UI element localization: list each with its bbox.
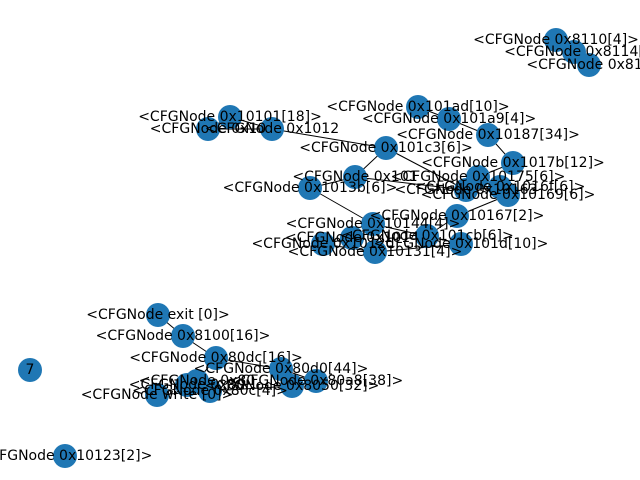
graph-node-n18 xyxy=(445,204,469,228)
graph-node-n14 xyxy=(496,183,520,207)
graph-node-n29 xyxy=(269,357,293,381)
graph-node-n07 xyxy=(218,105,242,129)
edge-n22-n23 xyxy=(374,243,462,253)
node-label-n05: <CFGNode 0x101a9[4]> xyxy=(362,111,536,127)
labels-layer: <CFGNode 0x8110[4]><CFGNode 0x8114[<CFGN… xyxy=(0,32,640,464)
node-label-n06: <CFGNode 0x10187[34]> xyxy=(396,127,580,143)
node-label-n04: <CFGNode 0x101ad[10]> xyxy=(326,99,509,115)
graph-node-n04 xyxy=(406,95,430,119)
node-label-n23: <CFGNode 0x10131[4]> xyxy=(288,244,463,260)
node-label-n17: <CFGNode 0x10163 xyxy=(394,182,537,198)
node-label-n19: <CFGNode 0x10144[4]> xyxy=(286,216,461,232)
graph-node-n25 xyxy=(146,303,170,327)
node-label-n07: <CFGNode 0x10101[18]> xyxy=(138,109,322,125)
node-label-n35: 7 xyxy=(26,362,35,378)
node-label-n30: <CFGNode 0x80a8[38]> xyxy=(229,373,403,389)
graph-node-n08 xyxy=(196,117,220,141)
graph-node-n05 xyxy=(437,107,461,131)
node-label-n03: <CFGNode 0x811 xyxy=(526,57,640,73)
graph-node-n03 xyxy=(577,53,601,77)
node-label-n28: <CFGNode 0x80 xyxy=(139,373,255,389)
graph-node-n27 xyxy=(204,346,228,370)
graph-node-n19 xyxy=(361,212,385,236)
node-label-n36: <CFGNode 0x10123[2]> xyxy=(0,448,152,464)
node-label-n33: <CFGNode write [0]> xyxy=(81,387,234,403)
edge-n19-n16 xyxy=(309,187,374,225)
graph-node-n34 xyxy=(198,379,222,403)
graph-node-n10 xyxy=(374,136,398,160)
node-label-n32: <CFGNode 0x80 xyxy=(129,377,245,393)
node-label-n21: <CFGNode 0x1014 xyxy=(285,230,419,246)
node-label-n12: <CFGNode 0x10175[6]> xyxy=(391,169,566,185)
graph-node-n22 xyxy=(449,232,473,256)
node-label-n10: <CFGNode 0x101c3[6]> xyxy=(299,140,472,156)
graph-node-n24 xyxy=(311,232,335,256)
node-label-n13: <CFGNode 0x1016f[6]> xyxy=(415,179,586,195)
graph-node-n31 xyxy=(280,374,304,398)
node-label-n20: <CFGNode 0x101cb[6]> xyxy=(340,228,513,244)
node-label-n34: <CFGNode 0x80c[4]> xyxy=(132,383,288,399)
node-label-n22: <CFGNode 0x101d[10]> xyxy=(374,236,549,252)
graph-node-n33 xyxy=(145,383,169,407)
node-label-n16: <CFGNode 0x1013b[6]> xyxy=(223,180,398,196)
node-label-n01: <CFGNode 0x8110[4]> xyxy=(473,32,639,48)
node-label-n09: <CFGNode 0x1012 xyxy=(205,121,339,137)
graph-node-n30 xyxy=(304,369,328,393)
node-label-n02: <CFGNode 0x8114[ xyxy=(504,44,640,60)
graph-node-n35 xyxy=(18,358,42,382)
node-label-n18: <CFGNode 0x10167[2]> xyxy=(370,208,545,224)
node-label-n29: <CFGNode 0x80d0[44]> xyxy=(194,361,369,377)
graph-node-n16 xyxy=(298,176,322,200)
graph-node-n36 xyxy=(53,444,77,468)
node-label-n24: <CFGNode 0x1012d xyxy=(251,236,394,252)
edge-n17-n10 xyxy=(385,147,467,191)
node-label-n08: <CFGNode 0x10 xyxy=(150,121,266,137)
graph-node-n23 xyxy=(363,240,387,264)
graph-node-n01 xyxy=(544,28,568,52)
graph-node-n09 xyxy=(260,117,284,141)
edge-n34-n31 xyxy=(209,385,293,392)
node-label-n27: <CFGNode 0x80dc[16]> xyxy=(129,350,302,366)
graph-node-n11 xyxy=(501,151,525,175)
edge-n10-n09 xyxy=(271,128,387,149)
graph-node-n06 xyxy=(476,123,500,147)
node-label-n31: <CFGNode 0x8050[32]> xyxy=(205,378,380,394)
node-label-n14: <CFGNode 0x10169[6]> xyxy=(421,187,596,203)
graph-node-n21 xyxy=(340,226,364,250)
graph-node-n15 xyxy=(343,165,367,189)
graph-node-n17 xyxy=(454,178,478,202)
nodes-layer xyxy=(18,28,601,468)
graph-node-n20 xyxy=(415,224,439,248)
node-label-n15: <CFGNode 0x101 xyxy=(292,169,417,185)
node-label-n26: <CFGNode 0x8100[16]> xyxy=(96,328,271,344)
node-label-n11: <CFGNode 0x1017b[12]> xyxy=(421,155,605,171)
graph-node-n26 xyxy=(171,324,195,348)
edge-n15-n17 xyxy=(354,176,467,191)
node-label-n25: <CFGNode exit [0]> xyxy=(86,307,229,323)
graph-node-n32 xyxy=(175,373,199,397)
